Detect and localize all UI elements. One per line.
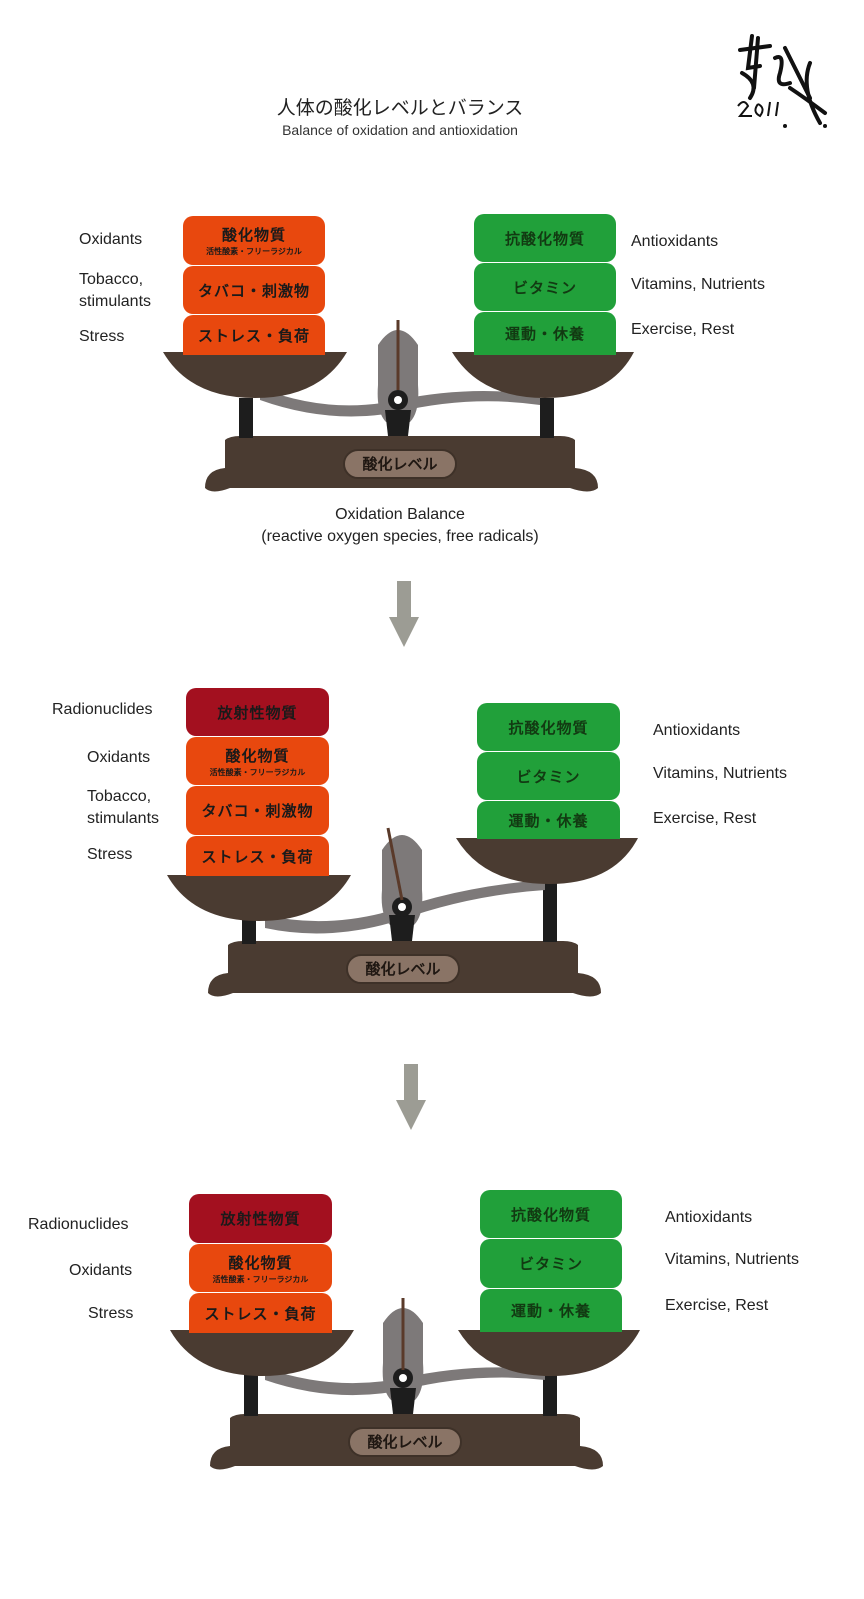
- block-stress: ストレス・負荷: [183, 315, 325, 355]
- block-text: ビタミン: [518, 1255, 583, 1273]
- block-text: ビタミン: [516, 767, 581, 786]
- label-oxidants: Oxidants: [79, 231, 143, 248]
- block-stress: ストレス・負荷: [186, 836, 329, 876]
- label-antioxidants: Antioxidants: [653, 722, 741, 739]
- block-vitamins: ビタミン: [477, 752, 620, 800]
- block-vitamins: ビタミン: [480, 1239, 622, 1288]
- signature-logo: [737, 34, 827, 128]
- label-vitamins: Vitamins, Nutrients: [665, 1251, 799, 1268]
- label-tobacco: Tobacco, stimulants: [79, 271, 152, 310]
- label-antioxidants: Antioxidants: [665, 1209, 753, 1226]
- block-text: 運動・休養: [508, 811, 589, 830]
- block-subtext: 活性酸素・フリーラジカル: [212, 1274, 309, 1284]
- label-exercise: Exercise, Rest: [653, 810, 757, 827]
- block-text: ビタミン: [512, 278, 577, 297]
- block-text: 抗酸化物質: [508, 718, 589, 737]
- block-text: 放射性物質: [220, 1210, 301, 1228]
- block-text: 抗酸化物質: [504, 229, 585, 248]
- label-antioxidants: Antioxidants: [631, 233, 719, 250]
- label-oxidants: Oxidants: [87, 749, 151, 766]
- caption-line-2: (reactive oxygen species, free radicals): [261, 528, 539, 545]
- block-radionuclides: 放射性物質: [189, 1194, 332, 1243]
- block-antioxidants: 抗酸化物質: [480, 1190, 622, 1238]
- block-exercise: 運動・休養: [480, 1289, 622, 1332]
- block-tobacco: タバコ・刺激物: [183, 266, 325, 314]
- block-oxidants: 酸化物質 活性酸素・フリーラジカル: [189, 1244, 332, 1292]
- title-japanese: 人体の酸化レベルとバランス: [276, 97, 524, 119]
- block-text: 放射性物質: [217, 703, 298, 722]
- block-text: 運動・休養: [510, 1302, 591, 1320]
- block-tobacco: タバコ・刺激物: [186, 786, 329, 835]
- block-radionuclides: 放射性物質: [186, 688, 329, 736]
- block-text: ストレス・負荷: [204, 1304, 317, 1323]
- oxidation-level-label: 酸化レベル: [346, 954, 460, 984]
- oxidation-level-label: 酸化レベル: [343, 449, 457, 479]
- label-stress: Stress: [88, 1305, 134, 1322]
- label-vitamins: Vitamins, Nutrients: [631, 276, 765, 293]
- block-text: タバコ・刺激物: [201, 802, 314, 820]
- label-oxidants: Oxidants: [69, 1262, 133, 1279]
- label-exercise: Exercise, Rest: [631, 321, 735, 338]
- arrow-down-icon: [396, 1064, 426, 1130]
- block-exercise: 運動・休養: [474, 312, 616, 355]
- block-oxidants: 酸化物質 活性酸素・フリーラジカル: [183, 216, 325, 265]
- label-stress: Stress: [87, 846, 133, 863]
- block-text: タバコ・刺激物: [197, 281, 310, 300]
- label-vitamins: Vitamins, Nutrients: [653, 765, 787, 782]
- label-radionuclides: Radionuclides: [52, 701, 153, 718]
- block-text: ストレス・負荷: [201, 847, 314, 866]
- block-antioxidants: 抗酸化物質: [477, 703, 620, 751]
- label-stress: Stress: [79, 328, 125, 345]
- block-subtext: 活性酸素・フリーラジカル: [209, 767, 306, 777]
- block-text: 酸化物質: [221, 226, 286, 244]
- block-antioxidants: 抗酸化物質: [474, 214, 616, 262]
- oxidation-level-label: 酸化レベル: [348, 1427, 462, 1457]
- block-text: ストレス・負荷: [197, 326, 310, 345]
- block-vitamins: ビタミン: [474, 263, 616, 311]
- label-radionuclides: Radionuclides: [28, 1216, 129, 1233]
- block-oxidants: 酸化物質 活性酸素・フリーラジカル: [186, 737, 329, 785]
- block-text: 酸化物質: [225, 746, 290, 765]
- block-subtext: 活性酸素・フリーラジカル: [206, 247, 302, 256]
- title-english: Balance of oxidation and antioxidation: [282, 122, 518, 138]
- block-exercise: 運動・休養: [477, 801, 620, 839]
- label-exercise: Exercise, Rest: [665, 1297, 769, 1314]
- block-text: 運動・休養: [504, 325, 585, 343]
- block-text: 酸化物質: [228, 1253, 293, 1272]
- arrow-down-icon: [389, 581, 419, 647]
- block-stress: ストレス・負荷: [189, 1293, 332, 1333]
- caption-line-1: Oxidation Balance: [335, 506, 465, 523]
- block-text: 抗酸化物質: [510, 1205, 591, 1224]
- label-tobacco: Tobacco, stimulants: [87, 788, 160, 827]
